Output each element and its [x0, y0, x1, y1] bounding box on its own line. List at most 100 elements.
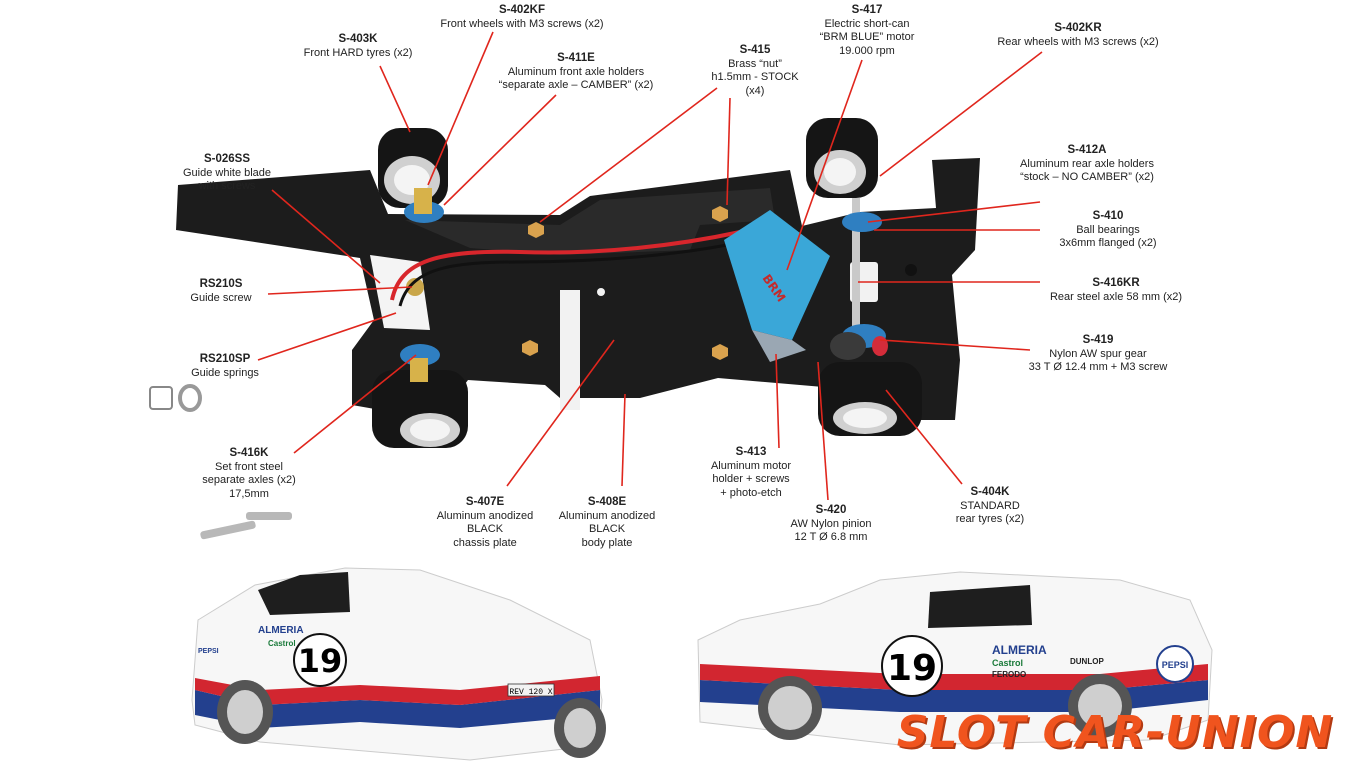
brass-nut-3 [522, 340, 538, 356]
car-right-sponsor: ALMERIA [992, 643, 1047, 657]
leader-line-s403k [379, 65, 411, 133]
car-left-plate: REV 120 X [509, 688, 552, 697]
car-right: 19 ALMERIA Castrol FERODO DUNLOP PEPSI [697, 571, 1213, 746]
car-right-brand-2: FERODO [992, 670, 1026, 679]
car-left-badge: PEPSI [198, 648, 219, 655]
part-description: Rear wheels with M3 screws (x2) [997, 35, 1159, 48]
motor-wire [390, 230, 741, 301]
part-description: Aluminum rear axle holders “stock – NO C… [1020, 157, 1154, 184]
guide-springs [149, 384, 202, 412]
leader-line-s415 [726, 97, 731, 206]
spur-gear [830, 332, 888, 360]
leader-line-s416k [293, 354, 417, 454]
part-code: S-407E [465, 496, 505, 508]
part-code: S-411E [557, 52, 595, 64]
part-code: S-415 [739, 44, 771, 56]
part-code: S-404K [970, 486, 1010, 498]
front-wheel-bottom [372, 370, 468, 448]
part-code: S-410 [1092, 210, 1124, 222]
front-steel-axles [200, 512, 292, 540]
car-right-badge: PEPSI [1162, 660, 1189, 670]
rear-axle [852, 198, 860, 328]
part-code: S-408E [587, 496, 627, 508]
part-description: Guide white blade with screws [182, 166, 272, 193]
part-description: Brass “nut” h1.5mm - STOCK (x4) [711, 57, 799, 97]
part-code: S-413 [735, 446, 767, 458]
brass-nut-1 [528, 222, 544, 238]
part-code: S-026SS [203, 153, 251, 165]
part-code: RS210SP [199, 353, 251, 365]
car-right-brand-3: DUNLOP [1070, 657, 1104, 666]
rear-wheel-bottom [818, 362, 922, 436]
part-code: RS210S [199, 278, 243, 290]
leader-line-s415 [539, 87, 718, 223]
callout-lines [257, 31, 1043, 501]
front-wheel-top [378, 128, 448, 208]
leader-line-s404k [885, 389, 963, 485]
part-code: S-416K [229, 447, 269, 459]
brand-logo: SLOT CAR-UNION [895, 702, 1365, 764]
part-description: Aluminum anodized BLACK body plate [558, 509, 656, 549]
car-right-number: 19 [887, 648, 937, 689]
part-description: Set front steel separate axles (x2) 17,5… [202, 460, 296, 500]
car-left-number: 19 [298, 642, 343, 680]
front-axle-holder-top [404, 188, 444, 223]
leader-line-s411e [443, 94, 557, 206]
leader-line-s413 [775, 353, 780, 449]
brass-nut-2 [712, 206, 728, 222]
part-description: Rear steel axle 58 mm (x2) [1049, 290, 1183, 303]
part-code: S-402KF [498, 4, 546, 16]
part-description: Nylon AW spur gear 33 T Ø 12.4 mm + M3 s… [1028, 347, 1168, 374]
leader-line-s420 [817, 361, 829, 501]
part-code: S-402KR [1054, 22, 1102, 34]
part-description: Front HARD tyres (x2) [303, 46, 413, 59]
leader-line-s402kf [427, 31, 494, 186]
leader-line-s417 [786, 59, 863, 271]
rear-wheel-top [806, 118, 878, 198]
part-code: S-417 [851, 4, 883, 16]
leader-line-s026ss [271, 189, 381, 284]
leader-line-rs210s [267, 286, 413, 295]
part-code: S-420 [815, 504, 847, 516]
leader-line-s407e [506, 339, 615, 487]
rear-axle-holder-top [842, 212, 882, 232]
part-description: Electric short-can “BRM BLUE” motor 19.0… [819, 17, 915, 57]
part-description: Aluminum anodized BLACK chassis plate [436, 509, 534, 549]
car-left-sponsor: ALMERIA [258, 625, 304, 636]
part-code: S-403K [338, 33, 378, 45]
part-description: Aluminum front axle holders “separate ax… [498, 65, 654, 92]
part-description: AW Nylon pinion 12 T Ø 6.8 mm [790, 517, 872, 544]
part-description: Ball bearings 3x6mm flanged (x2) [1059, 223, 1157, 250]
leader-line-s408e [621, 393, 626, 487]
brass-nut-4 [712, 344, 728, 360]
part-code: S-416KR [1092, 277, 1140, 289]
leader-line-s402kr [879, 51, 1043, 177]
car-right-brand-1: Castrol [992, 658, 1023, 668]
part-description: STANDARD rear tyres (x2) [955, 499, 1025, 526]
part-description: Aluminum motor holder + screws + photo-e… [710, 459, 792, 499]
part-description: Guide screw [190, 291, 252, 304]
leader-line-s419 [879, 339, 1031, 351]
part-description: Guide springs [191, 366, 259, 379]
brand-logo-text: SLOT CAR-UNION [896, 707, 1334, 758]
car-left-brand: Castrol [268, 639, 296, 648]
